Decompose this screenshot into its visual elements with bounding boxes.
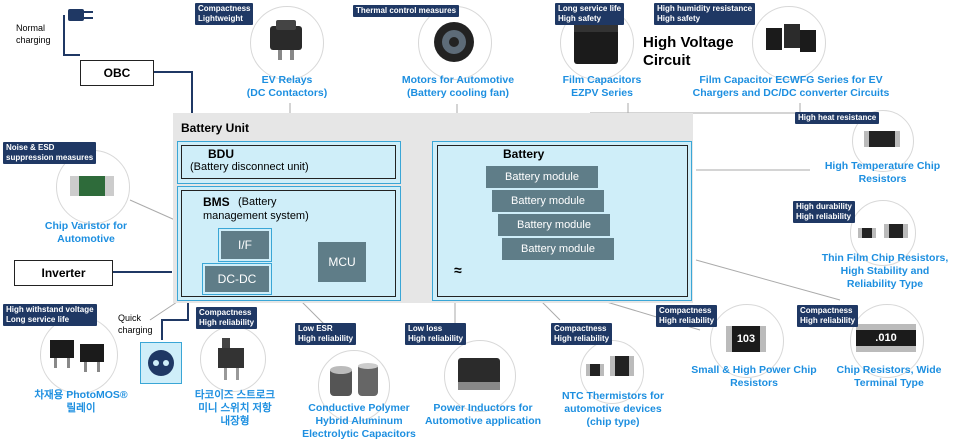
polymer-label: Conductive Polymer Hybrid Aluminum Elect…	[302, 402, 416, 440]
battery-module-4: Battery module	[502, 238, 614, 260]
plug-icon	[68, 6, 98, 24]
small-power-resistor-icon: 103	[726, 326, 766, 352]
bdu-title: BDU	[208, 147, 234, 161]
varistor-label: Chip Varistor for Automotive	[44, 220, 128, 245]
photomos-tag: High withstand voltage Long service life	[3, 304, 97, 326]
photomos-label: 차재용 PhotoMOS® 릴레이	[34, 389, 128, 414]
film-cap-icon	[568, 16, 624, 73]
battery-frame	[437, 145, 688, 297]
motor-tag: Thermal control measures	[353, 5, 460, 17]
ntc-label: NTC Thermistors for automotive devices (…	[561, 390, 665, 428]
ntc-icon	[584, 352, 638, 393]
high-temp-tag: High heat resistance	[795, 112, 880, 124]
photomos-circle	[40, 316, 118, 394]
charge-port-icon	[140, 342, 182, 384]
photomos-icon	[48, 334, 108, 379]
small-power-tag: Compactness High reliability	[656, 305, 718, 327]
battery-module-3: Battery module	[498, 214, 610, 236]
bdu-frame	[181, 145, 396, 179]
relay-tag: Compactness Lightweight	[195, 3, 254, 25]
obc-block: OBC	[80, 60, 154, 86]
tact-tag: Compactness High reliability	[196, 307, 258, 329]
high-temp-label: High Temperature Chip Resistors	[824, 160, 941, 185]
film-cap-tag: Long service life High safety	[555, 3, 625, 25]
dcdc-block: DC-DC	[202, 263, 272, 295]
inductor-icon	[452, 352, 506, 401]
bdu-subtitle: (Battery disconnect unit)	[190, 161, 309, 173]
inductor-tag: Low loss High reliability	[405, 323, 467, 345]
wide-term-tag: Compactness High reliability	[797, 305, 859, 327]
relay-icon	[262, 16, 310, 69]
battery-unit-title: Battery Unit	[181, 121, 250, 135]
small-power-label: Small & High Power Chip Resistors	[691, 364, 817, 389]
battery-title: Battery	[503, 147, 545, 161]
thin-film-label: Thin Film Chip Resistors, High Stability…	[821, 252, 949, 290]
bms-subtitle-1: (Battery	[238, 196, 277, 208]
thin-film-icon	[856, 220, 912, 249]
if-block: I/F	[218, 228, 272, 262]
varistor-icon	[64, 170, 120, 207]
bms-frame	[181, 190, 396, 297]
mcu-block: MCU	[318, 242, 366, 282]
inductor-label: Power Inductors for Automotive applicati…	[424, 402, 542, 427]
inverter-block: Inverter	[14, 260, 113, 286]
polymer-tag: Low ESR High reliability	[295, 323, 357, 345]
bms-title: BMS	[203, 195, 230, 209]
film-ecwfg-tag: High humidity resistance High safety	[654, 3, 756, 25]
bms-subtitle-2: management system)	[203, 210, 309, 222]
motor-label: Motors for Automotive (Battery cooling f…	[401, 74, 515, 99]
wide-term-resistor-icon: .010	[856, 324, 916, 352]
film-cap-label: Film Capacitors EZPV Series	[562, 74, 642, 99]
motor-icon	[428, 16, 480, 73]
battery-module-2: Battery module	[492, 190, 604, 212]
high-voltage-title: High Voltage Circuit	[643, 34, 734, 69]
film-ecwfg-icon	[762, 22, 818, 67]
thin-film-tag: High durability High reliability	[793, 201, 855, 223]
varistor-tag: Noise & ESD suppression measures	[3, 142, 97, 164]
film-ecwfg-label: Film Capacitor ECWFG Series for EV Charg…	[692, 74, 890, 99]
approx-symbol: ≈	[454, 262, 462, 278]
tact-label: 타코이즈 스트로크 미니 스위치 저항 내장형	[194, 389, 276, 427]
high-temp-icon	[862, 127, 902, 156]
normal-charging-label: Normal charging	[16, 23, 51, 45]
polymer-cap-icon	[326, 362, 382, 407]
ntc-tag: Compactness High reliability	[551, 323, 613, 345]
relay-label: EV Relays (DC Contactors)	[246, 74, 328, 99]
wide-term-label: Chip Resistors, Wide Terminal Type	[836, 364, 942, 389]
battery-module-1: Battery module	[486, 166, 598, 188]
quick-charging-label: Quick charging	[118, 313, 153, 335]
tact-switch-icon	[214, 336, 250, 387]
bdu-panel	[177, 141, 401, 184]
